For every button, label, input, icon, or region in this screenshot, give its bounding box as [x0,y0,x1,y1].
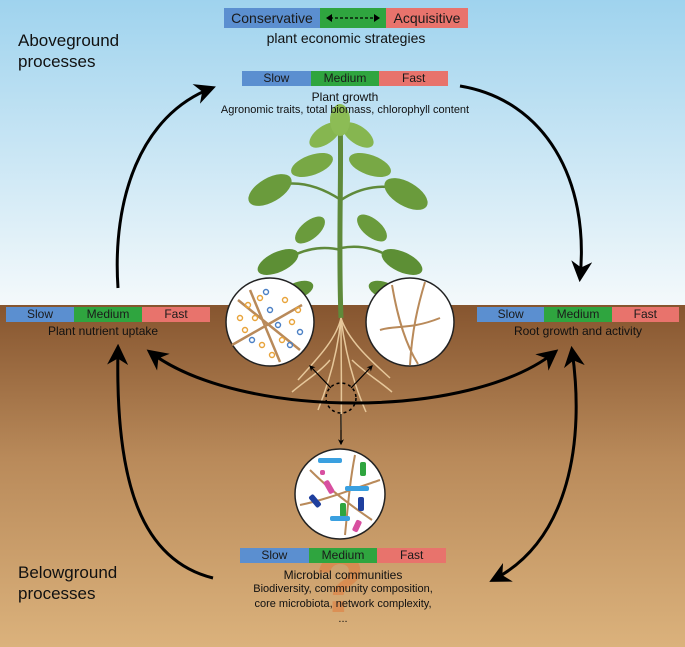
strategy-bar: Conservative Acquisitive [224,8,468,28]
speed-slow: Slow [6,307,74,322]
speed-fast: Fast [379,71,449,86]
nutrient-uptake-title: Plant nutrient uptake [47,324,159,338]
belowground-line2: processes [18,584,96,603]
zoom-focus-circle [325,382,357,414]
speed-medium: Medium [310,71,380,86]
root-zoom-circle [365,277,455,367]
speed-medium: Medium [74,307,142,322]
speed-slow: Slow [477,307,545,322]
strategy-acquisitive: Acquisitive [386,8,468,28]
microbial-detail-2: core microbiota, network complexity, [254,598,432,610]
flow-arrows [107,84,593,582]
speed-fast: Fast [611,307,679,322]
aboveground-label: Aboveground processes [18,30,119,72]
microbial-detail-1: Biodiversity, community composition, [253,583,433,595]
microbe-zoom-circle [294,448,386,540]
nutrient-zoom-circle [225,277,315,367]
speed-slow: Slow [240,548,309,563]
nutrient-uptake-speed-bar: Slow Medium Fast [6,307,210,322]
strategy-arrow [320,8,386,28]
arrow-roots-microbes [489,345,585,582]
plant-growth-speed-bar: Slow Medium Fast [242,71,449,86]
arrow-uptake-to-growth [115,84,216,289]
speed-slow: Slow [242,71,311,86]
microbial-detail-3: ... [338,613,348,625]
belowground-line1: Belowground [18,563,118,582]
microbial-title: Microbial communities [283,568,403,582]
speed-fast: Fast [142,307,210,322]
plant-growth-detail: Agronomic traits, total biomass, chlorop… [220,104,470,116]
plant-growth-title: Plant growth [311,90,379,104]
arrow-microbes-to-uptake [107,343,214,580]
strategy-caption: plant economic strategies [266,30,426,46]
microbial-speed-bar: Slow Medium Fast [240,548,447,563]
speed-fast: Fast [377,548,447,563]
belowground-label: Belowground processes [18,562,117,604]
root-growth-title: Root growth and activity [513,324,643,338]
aboveground-line1: Aboveground [18,31,120,50]
arrow-growth-to-roots [459,84,593,283]
strategy-conservative: Conservative [224,8,320,28]
speed-medium: Medium [544,307,612,322]
double-arrow-icon [326,14,380,22]
root-growth-speed-bar: Slow Medium Fast [477,307,679,322]
aboveground-line2: processes [18,52,96,71]
speed-medium: Medium [308,548,378,563]
